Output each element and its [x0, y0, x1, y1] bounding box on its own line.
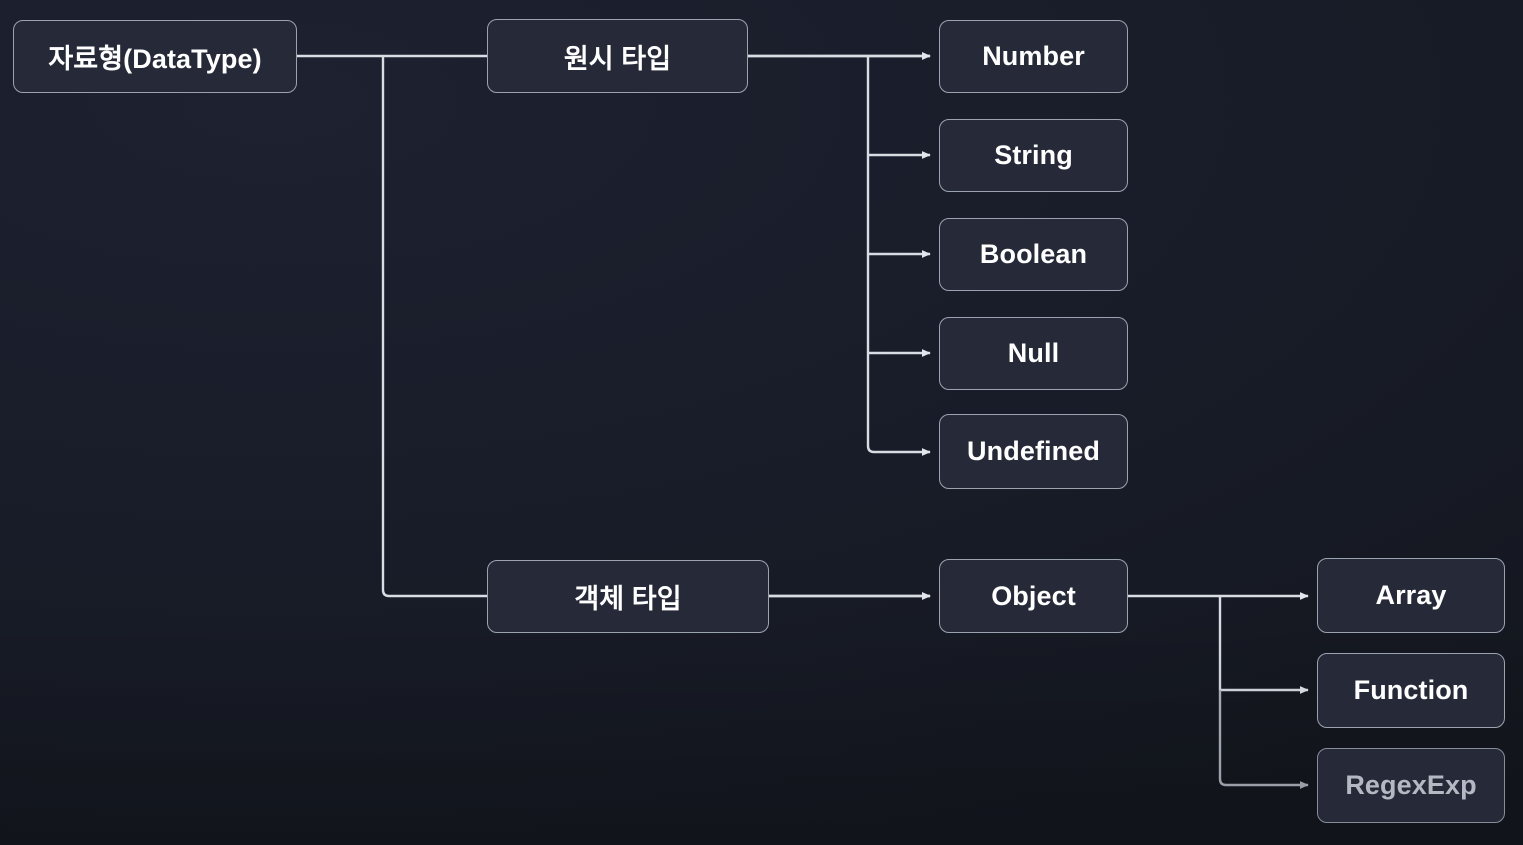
node-primitive-type[interactable]: 원시 타입	[487, 19, 748, 93]
node-label: Undefined	[967, 436, 1100, 466]
node-undefined[interactable]: Undefined	[939, 414, 1128, 489]
node-label: Boolean	[979, 239, 1088, 269]
node-boolean[interactable]: Boolean	[939, 218, 1128, 291]
node-label: Array	[1375, 580, 1447, 610]
node-number[interactable]: Number	[939, 20, 1128, 93]
node-label: 객체 타입	[574, 584, 682, 614]
node-null[interactable]: Null	[939, 317, 1128, 390]
node-function[interactable]: Function	[1317, 653, 1505, 728]
node-string[interactable]: String	[939, 119, 1128, 192]
node-label: Function	[1353, 675, 1469, 705]
node-label: Object	[991, 580, 1076, 611]
node-label: String	[994, 140, 1073, 170]
node-object[interactable]: Object	[939, 559, 1128, 633]
edge-root-to-object-type	[381, 56, 931, 600]
node-array[interactable]: Array	[1317, 558, 1505, 633]
edge-object-to-regexexp	[1218, 690, 1309, 789]
node-datatype-root[interactable]: 자료형(DataType)	[13, 20, 297, 93]
node-label: Null	[1007, 338, 1060, 368]
edge-primitive-to-undefined	[866, 56, 931, 456]
node-label: Number	[982, 41, 1085, 71]
edge-object-to-function	[1218, 596, 1309, 694]
node-regexexp[interactable]: RegexExp	[1317, 748, 1505, 823]
node-object-type[interactable]: 객체 타입	[487, 560, 769, 633]
node-label: 원시 타입	[563, 43, 672, 74]
node-label: 자료형(DataType)	[48, 44, 262, 74]
node-label: RegexExp	[1345, 770, 1477, 800]
